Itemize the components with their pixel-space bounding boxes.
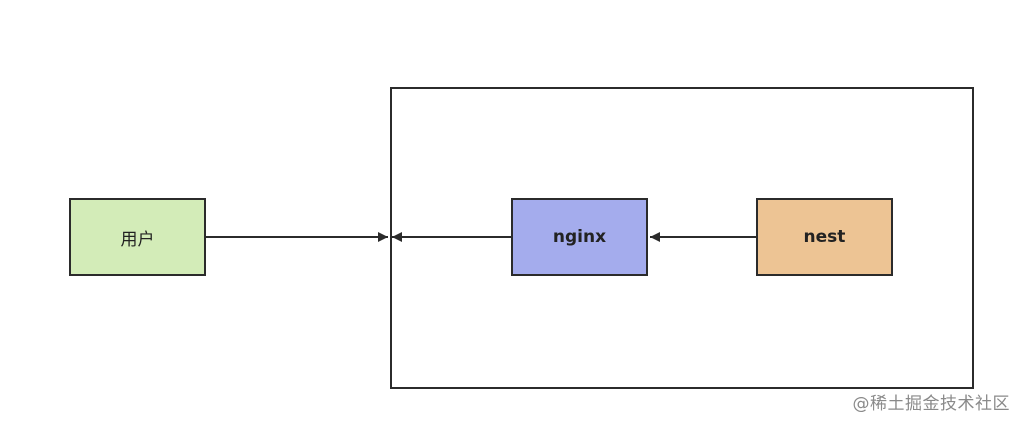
nest-node: nest	[756, 198, 893, 276]
server-container	[390, 87, 974, 389]
user-node: 用户	[69, 198, 206, 276]
nginx-node: nginx	[511, 198, 648, 276]
user-node-label: 用户	[120, 229, 155, 250]
nest-node-label: nest	[803, 227, 846, 247]
watermark-text: @稀土掘金技术社区	[852, 394, 1010, 414]
nginx-node-label: nginx	[552, 227, 607, 247]
